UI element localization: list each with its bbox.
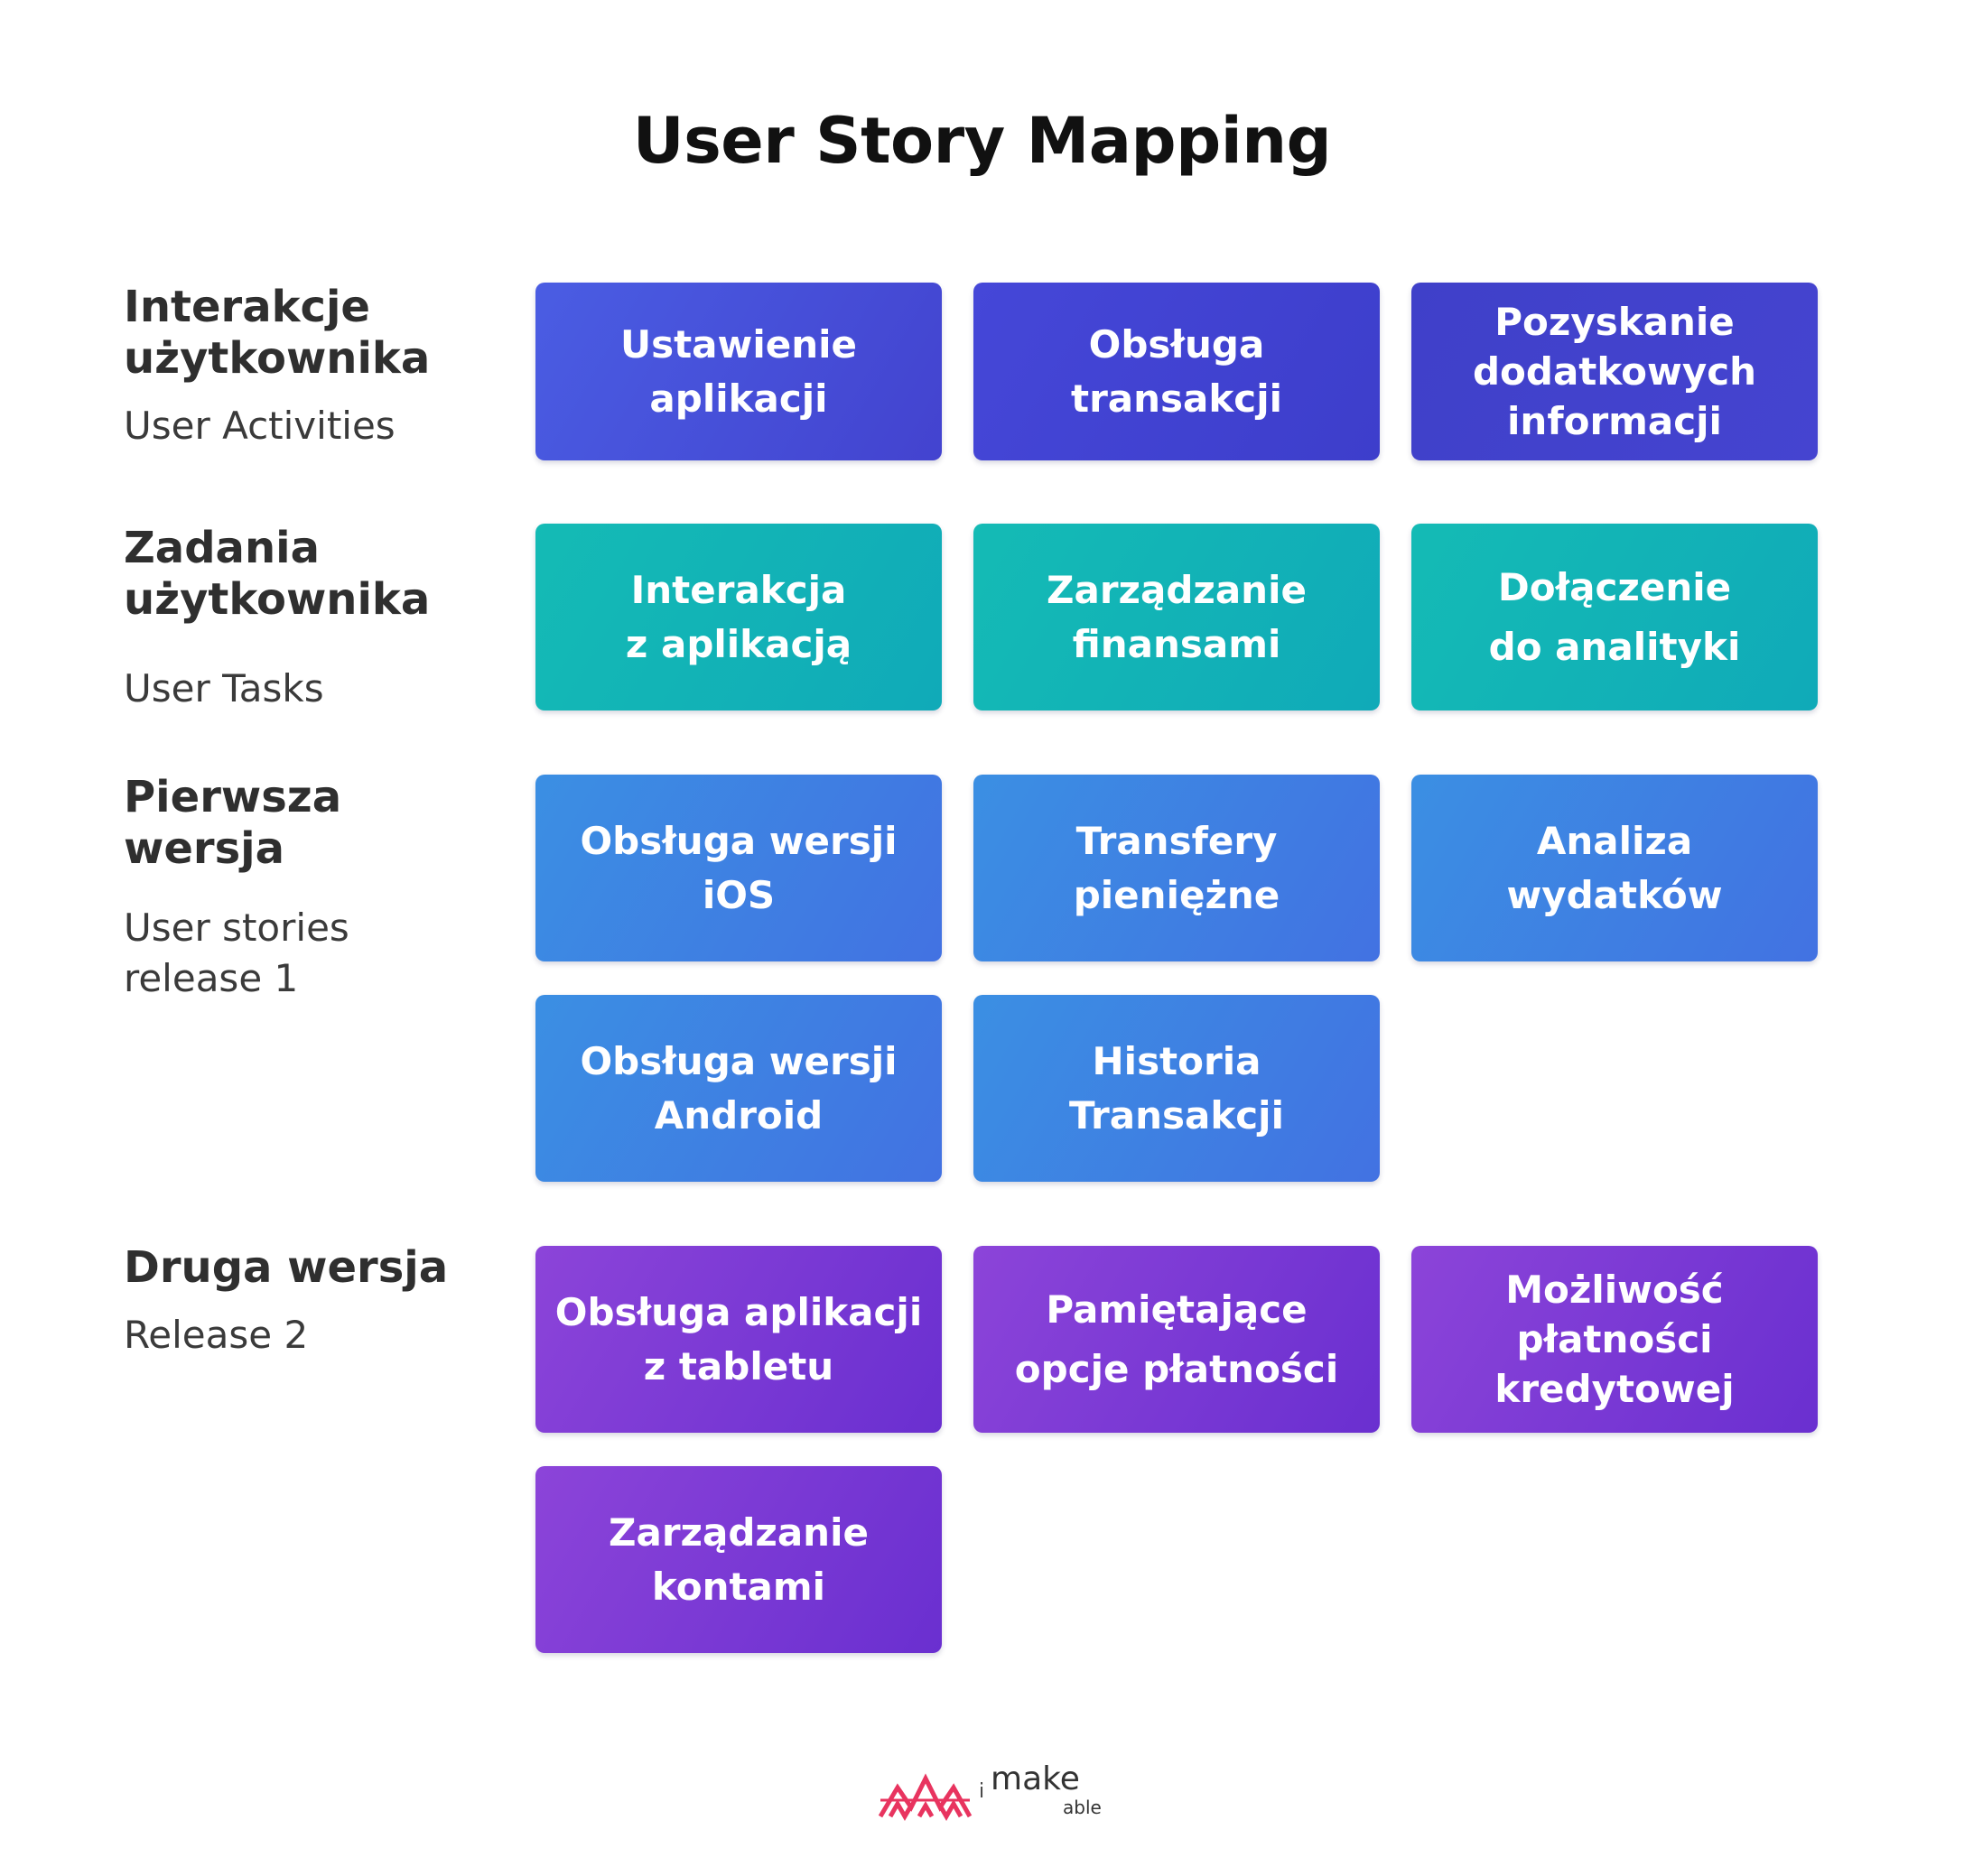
story-card: Obsługa aplikacji z tabletu [535,1246,942,1433]
row-heading: Druga wersja [124,1242,449,1293]
row-heading: Pierwsza wersja [124,772,342,874]
task-card: Zarządzanie finansami [973,524,1380,710]
story-card: Możliwość płatności kredytowej [1411,1246,1818,1433]
imakeable-logo: i make able [878,1760,1112,1824]
row-subheading: Release 2 [124,1313,309,1357]
row-label-release1: Pierwsza wersja User stories release 1 [124,772,503,1004]
activity-card: Obsługa transakcji [973,283,1380,460]
logo-prefix: i [979,1780,985,1803]
row-subheading: User Tasks [124,666,324,710]
row-heading: Zadania użytkownika [124,523,431,625]
task-card: Dołączenie do analityki [1411,524,1818,710]
row-label-activities: Interakcje użytkownika User Activities [124,282,503,451]
row-subheading: User Activities [124,404,396,448]
logo-suffix: able [1063,1797,1102,1818]
story-card: Historia Transakcji [973,995,1380,1182]
row-label-release2: Druga wersja Release 2 [124,1242,503,1361]
logo-main: make [991,1760,1080,1797]
mountain-logo-icon [878,1773,973,1821]
story-card: Pamiętające opcje płatności [973,1246,1380,1433]
activity-card: Pozyskanie dodatkowych informacji [1411,283,1818,460]
row-heading: Interakcje użytkownika [124,282,431,384]
story-card: Obsługa wersji Android [535,995,942,1182]
story-card: Zarządzanie kontami [535,1466,942,1653]
page-title: User Story Mapping [632,104,1332,178]
task-card: Interakcja z aplikacją [535,524,942,710]
story-card: Analiza wydatków [1411,775,1818,961]
row-subheading: User stories release 1 [124,905,349,1000]
row-label-tasks: Zadania użytkownika User Tasks [124,523,503,714]
activity-card: Ustawienie aplikacji [535,283,942,460]
story-card: Transfery pieniężne [973,775,1380,961]
story-card: Obsługa wersji iOS [535,775,942,961]
